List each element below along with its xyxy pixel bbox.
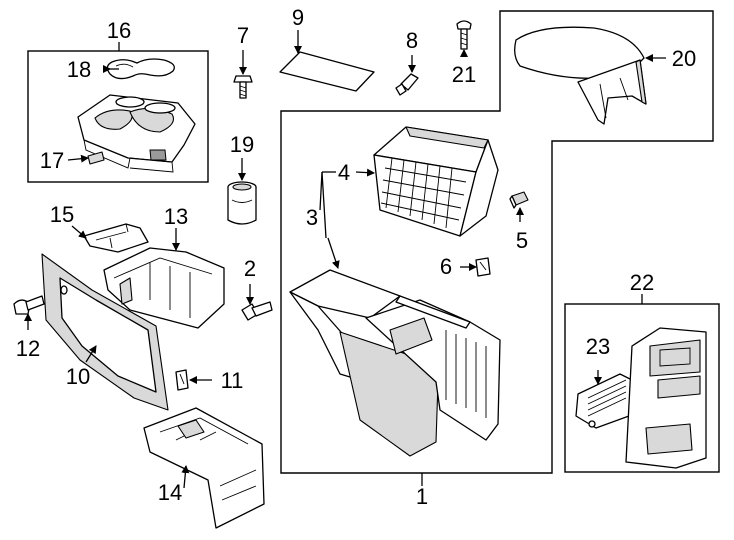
screw-12-part <box>13 295 45 315</box>
box-rear-panel-group <box>564 294 720 473</box>
cup-insert-part <box>227 181 257 225</box>
box-cupholder-group <box>27 42 209 183</box>
callout-4: 4 <box>338 160 350 185</box>
callout-labels: 16 18 17 7 9 8 21 20 4 3 5 6 19 15 13 2 … <box>16 5 696 509</box>
liner-pad-part <box>279 51 375 92</box>
callout-9: 9 <box>292 5 304 30</box>
callout-18: 18 <box>67 57 91 82</box>
box-console-group <box>280 10 714 474</box>
callout-13: 13 <box>164 204 188 229</box>
clip-6-part <box>475 257 491 277</box>
callout-11: 11 <box>221 368 244 393</box>
callout-16: 16 <box>107 18 131 43</box>
callout-6: 6 <box>440 254 452 279</box>
cupholder-mat-part <box>106 58 175 80</box>
callout-2: 2 <box>244 256 256 281</box>
callout-12: 12 <box>16 336 40 361</box>
rear-vent-part <box>575 373 645 429</box>
clip-part <box>87 151 105 165</box>
lower-bracket-part <box>143 407 265 529</box>
clip-11-part <box>175 369 189 391</box>
callout-8: 8 <box>406 28 418 53</box>
callout-17: 17 <box>40 148 64 173</box>
screw-7-part <box>233 75 253 99</box>
rear-panel-part <box>625 327 707 469</box>
clip-5-part <box>509 191 529 209</box>
cupholder-tray-part <box>77 94 196 173</box>
screw-21-part <box>456 20 472 50</box>
callout-22: 22 <box>630 270 654 295</box>
callout-23: 23 <box>586 334 610 359</box>
side-panel-part <box>41 253 169 411</box>
callout-15: 15 <box>50 202 74 227</box>
bracket-15-part <box>83 223 149 253</box>
callout-10: 10 <box>66 364 90 389</box>
screw-2-part <box>241 301 273 321</box>
callout-14: 14 <box>158 480 182 505</box>
bracket-13-part <box>103 247 225 329</box>
callout-5: 5 <box>516 228 528 253</box>
leader-lines <box>24 30 666 489</box>
armrest-lid-part <box>514 26 647 125</box>
callout-1: 1 <box>416 484 428 509</box>
storage-bin-part <box>373 126 499 237</box>
callout-7: 7 <box>237 23 249 48</box>
callout-20: 20 <box>672 46 696 71</box>
callout-19: 19 <box>230 132 254 157</box>
console-body-part <box>289 269 501 457</box>
connector-part <box>395 73 419 96</box>
callout-3: 3 <box>306 205 318 230</box>
callout-21: 21 <box>452 62 476 87</box>
